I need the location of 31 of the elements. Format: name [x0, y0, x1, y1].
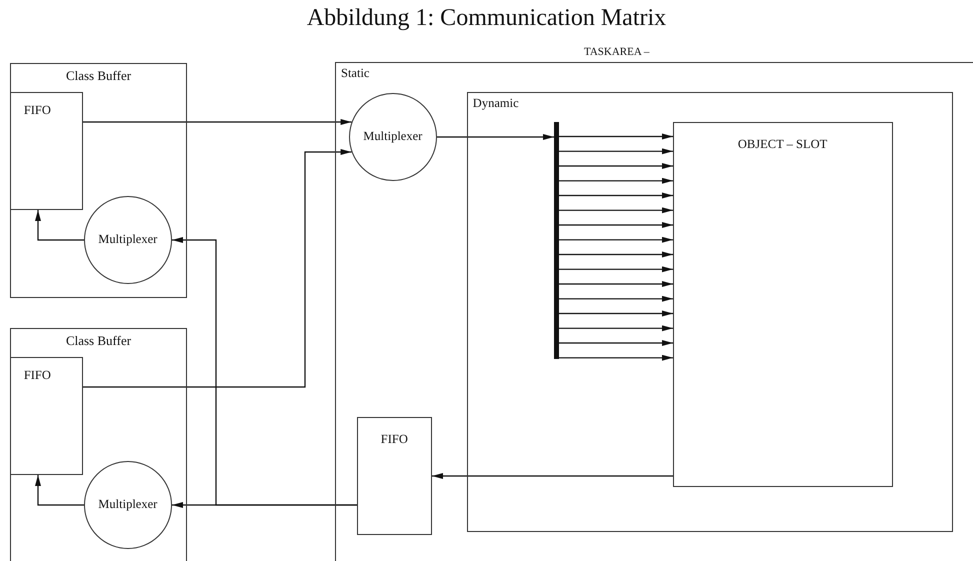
arrow — [437, 134, 554, 140]
dynamic-area — [466, 92, 953, 532]
node-label: FIFO — [24, 368, 51, 383]
static-area — [335, 62, 973, 561]
area-label: Static — [341, 66, 370, 81]
multiplexer-circle — [348, 92, 437, 181]
area-label: Dynamic — [472, 96, 519, 111]
arrow — [172, 237, 357, 506]
node-label: Multiplexer — [98, 497, 158, 512]
node-label: FIFO — [24, 102, 51, 118]
area-title: TASKAREA – — [584, 46, 650, 58]
fifo-box — [10, 356, 83, 475]
class-buffer-box — [10, 328, 187, 561]
fifo-box — [356, 416, 432, 535]
arrow — [83, 119, 352, 125]
node-label: Multiplexer — [363, 129, 422, 144]
arrow — [35, 210, 84, 241]
arrow — [432, 473, 673, 479]
arrow — [83, 149, 352, 388]
node-label: OBJECT – SLOT — [738, 136, 828, 152]
figure-title: Abbildung 1: Communication Matrix — [306, 4, 666, 32]
node-label: FIFO — [380, 432, 408, 447]
fifo-box — [10, 92, 83, 210]
multiplexer-circle — [84, 196, 172, 284]
class-buffer-box — [10, 63, 187, 298]
box-heading: Class Buffer — [66, 68, 132, 83]
node-label: Multiplexer — [98, 232, 158, 248]
object-slot-box — [672, 122, 893, 487]
box-heading: Class Buffer — [66, 333, 132, 348]
multiplexer-circle — [84, 460, 172, 549]
arrow — [35, 475, 84, 506]
